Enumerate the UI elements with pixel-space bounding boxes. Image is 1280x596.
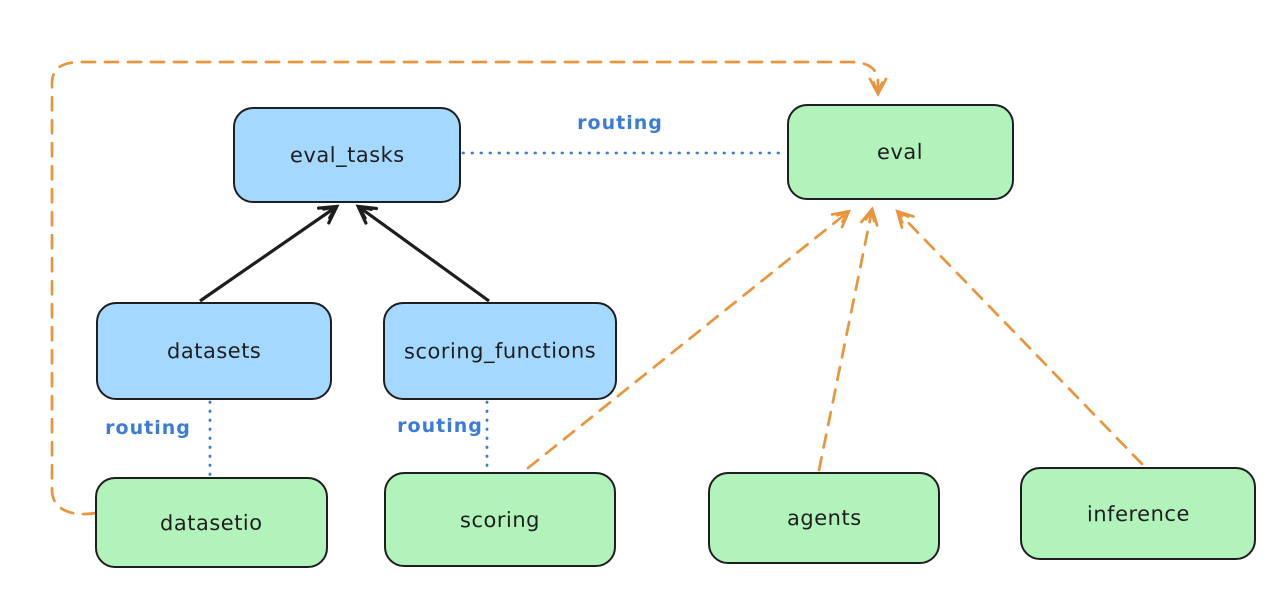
node-inference-label: inference (1086, 501, 1190, 526)
edge-scoring-to-eval (526, 209, 852, 470)
node-scoring-functions-label: scoring_functions (403, 338, 597, 364)
node-agents-label: agents (786, 505, 862, 531)
node-inference: inference (1020, 467, 1256, 560)
node-datasetio-label: datasetio (160, 510, 263, 535)
node-eval: eval (787, 104, 1014, 200)
edge-datasetio-to-eval (50, 60, 888, 516)
node-agents: agents (708, 472, 940, 564)
edge-label-routing-scoring-functions-scoring: routing (397, 415, 483, 437)
node-datasets: datasets (96, 302, 332, 400)
edge-label-routing-eval-tasks-eval: routing (577, 112, 663, 134)
node-datasetio: datasetio (95, 477, 328, 568)
node-eval-tasks: eval_tasks (233, 107, 461, 203)
node-scoring-functions: scoring_functions (383, 302, 617, 400)
edge-scoring-functions-to-eval-tasks (355, 204, 490, 303)
edge-agents-to-eval (817, 206, 879, 472)
node-datasets-label: datasets (166, 338, 262, 364)
node-scoring-label: scoring (459, 507, 541, 532)
edge-label-routing-datasets-datasetio: routing (105, 417, 191, 439)
edge-datasets-to-eval-tasks (199, 204, 340, 303)
edge-inference-to-eval (895, 209, 1144, 466)
node-eval-tasks-label: eval_tasks (289, 142, 405, 168)
node-scoring: scoring (384, 472, 616, 567)
node-eval-label: eval (877, 139, 924, 165)
